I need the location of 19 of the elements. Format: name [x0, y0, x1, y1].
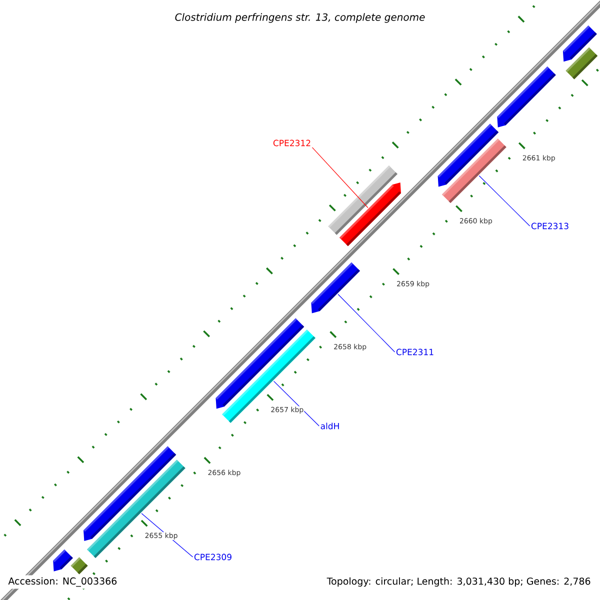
- gene-feature: [70, 557, 88, 574]
- gene-feature: [438, 124, 499, 187]
- leader-line: [312, 147, 368, 208]
- gene-feature: [562, 26, 597, 62]
- leader-line: [273, 380, 320, 426]
- accession-text: Accession: NC_003366: [6, 575, 120, 589]
- leader-line: [478, 175, 530, 226]
- gene-feature: [328, 166, 398, 235]
- gene-label: CPE2312: [273, 140, 310, 146]
- leader-line: [338, 294, 396, 352]
- title: Clostridium perfringens str. 13, complete genome: [175, 13, 425, 23]
- gene-label: CPE2309: [194, 554, 232, 560]
- genome-info-text: Topology: circular; Length: 3,031,430 bp; Genes: 2,786: [324, 575, 593, 589]
- gene-feature: [311, 262, 360, 314]
- gene-feature: [497, 66, 556, 128]
- gene-feature: [53, 550, 73, 572]
- gene-label: CPE2313: [531, 222, 568, 230]
- gene-label: aldH: [320, 422, 339, 430]
- gene-label: CPE2311: [396, 348, 434, 356]
